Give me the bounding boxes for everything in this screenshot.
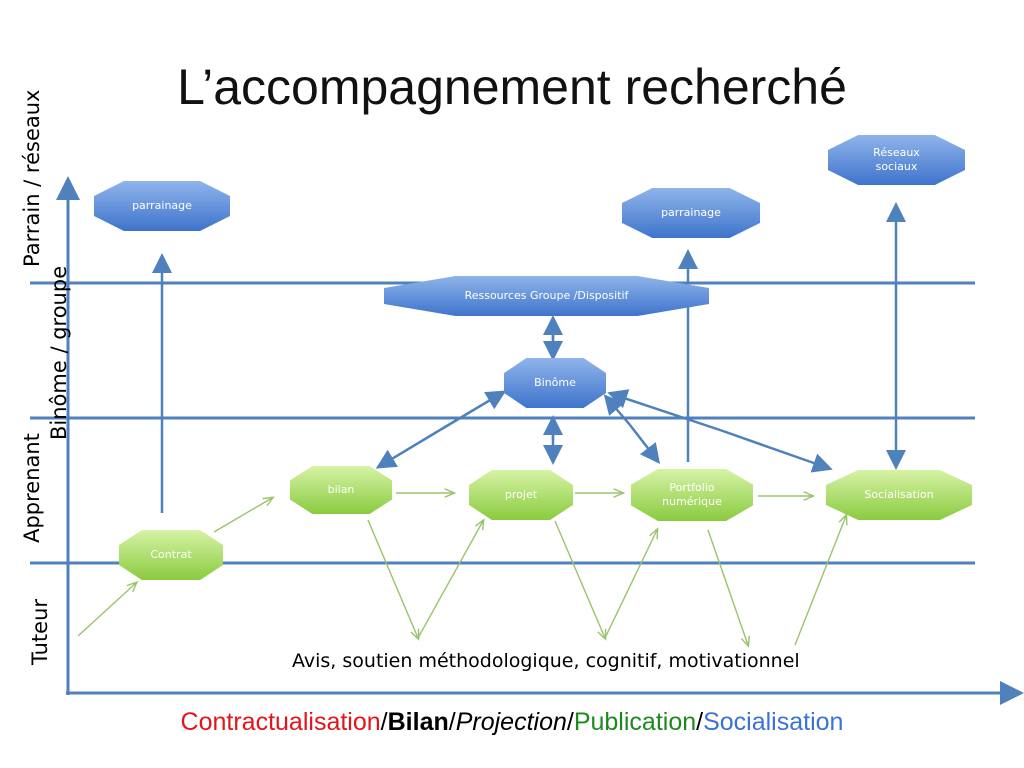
arrow-binome-socialisation-a: [607, 389, 721, 432]
node-projet: projet: [469, 470, 573, 520]
arrow-avis-portfolio: [604, 530, 657, 639]
phase-separator: /: [448, 708, 456, 736]
arrow-projet-avis: [554, 520, 605, 638]
arrow-avis-socialisation: [794, 516, 846, 646]
arrow-tuteur-contrat: [77, 583, 136, 637]
node-portfolio: Portfolio numérique: [631, 469, 753, 521]
node-contrat: Contrat: [119, 530, 223, 580]
arrow-binome-bilan-a: [439, 390, 507, 432]
phase-legend: Contractualisation/Bilan/Projection/Publ…: [0, 708, 1024, 737]
phase-socialisation: Socialisation: [703, 708, 844, 736]
arrow-binome-portfolio-a: [603, 394, 631, 426]
page-title: L’accompagnement recherché: [177, 59, 847, 115]
node-binome: Binôme: [504, 358, 606, 408]
phase-separator: /: [696, 708, 704, 736]
level-label-parrain: Parrain / réseaux: [20, 89, 44, 268]
arrow-bilan-avis: [367, 519, 418, 638]
arrow-avis-projet: [417, 521, 483, 639]
phase-separator: /: [566, 708, 574, 736]
support-description: Avis, soutien méthodologique, cognitif, …: [292, 650, 800, 672]
node-socialisation: Socialisation: [826, 470, 972, 520]
phase-separator: /: [380, 708, 388, 736]
arrow-portfolio-avis: [707, 529, 748, 645]
node-reseaux-sociaux: Réseaux sociaux: [828, 135, 965, 185]
arrow-contrat-bilan: [213, 498, 272, 533]
phase-bilan: Bilan: [387, 708, 449, 736]
level-label-tuteur: Tuteur: [28, 598, 52, 666]
arrow-binome-bilan-b: [375, 428, 441, 469]
phase-publication: Publication: [573, 708, 697, 736]
node-ressources-groupe: Ressources Groupe /Dispositif: [384, 276, 709, 316]
node-bilan: bilan: [290, 466, 392, 514]
phase-contractualisation: Contractualisation: [180, 708, 381, 736]
node-parrainage-right: parrainage: [622, 188, 760, 238]
level-label-binome: Binôme / groupe: [47, 265, 71, 440]
arrow-binome-socialisation-b: [719, 428, 833, 473]
node-parrainage-left: parrainage: [94, 181, 230, 231]
phase-projection: Projection: [455, 708, 567, 736]
arrow-binome-portfolio-b: [629, 424, 661, 464]
level-label-apprenant: Apprenant: [20, 433, 44, 543]
